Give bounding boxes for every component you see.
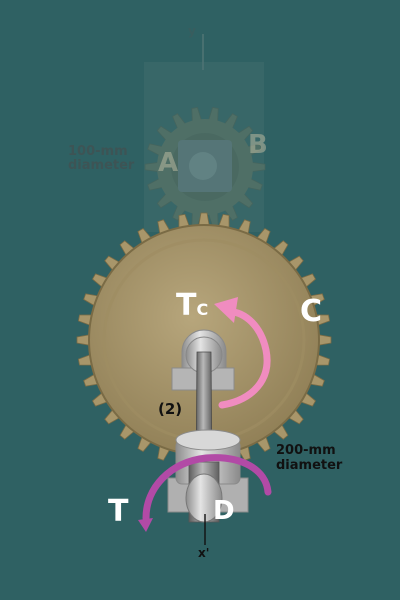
large-gear-diameter-label: 200-mm diameter [276,443,343,473]
gear-tooth [223,203,238,221]
gear-tooth [207,107,219,124]
gear-tooth [172,113,187,131]
gear-a-label: A [158,148,179,178]
torque-arrow-c [214,297,271,409]
gear-tooth [250,161,266,173]
torque-arrow-t [138,454,272,532]
gear-tooth [236,192,254,209]
small-gear-assembly [144,62,266,232]
torque-tc-main: T [176,288,197,323]
gear-tooth [144,161,160,173]
gear-b-label: B [248,130,268,160]
x-axis-label: x' [198,546,210,560]
gear-tooth [236,125,254,142]
torque-tc-label: TC [176,288,208,323]
gear-tooth [156,192,174,209]
shaft-number-label: (2) [158,400,183,418]
gear-tooth [245,143,263,157]
small-gear-b [144,107,266,227]
gear-tooth [147,143,165,157]
torque-t-label: T [108,494,129,529]
lower-bearing [167,429,249,523]
gear-tooth [223,113,238,131]
torque-tc-subscript: C [196,300,209,319]
gear-c-label: C [300,294,323,329]
gear-tooth [245,177,263,191]
y-axis-label: y [188,24,196,38]
gear-tooth [191,107,203,124]
gear-tooth [147,177,165,191]
gear-tooth [156,125,174,142]
shaft-end-d-label: D [213,496,235,526]
small-gear-diameter-label: 100-mm diameter [68,144,135,173]
